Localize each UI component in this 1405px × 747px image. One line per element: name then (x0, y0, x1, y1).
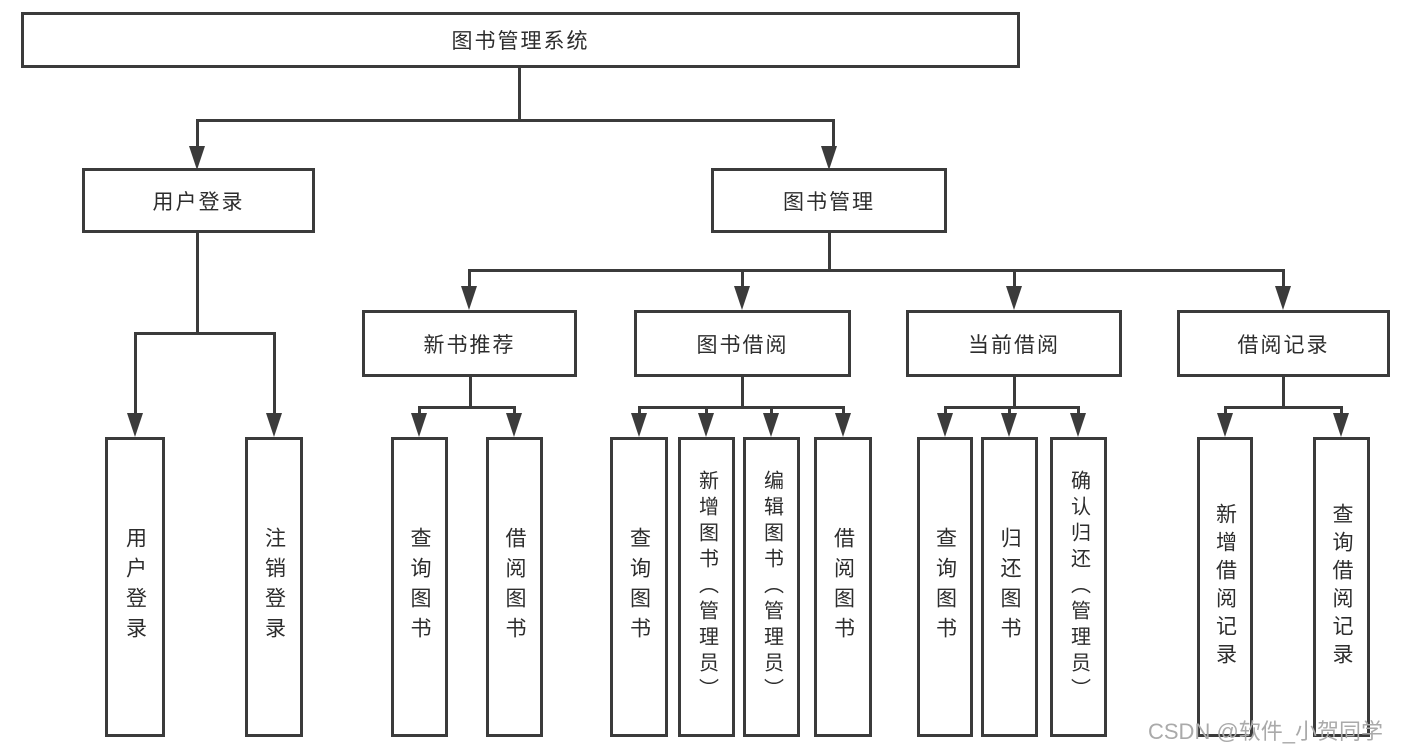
leaf-recommend-query-books-label: 查询图书 (408, 527, 431, 647)
node-current-borrow-label: 当前借阅 (968, 333, 1060, 357)
node-root-label: 图书管理系统 (451, 30, 590, 53)
leaf-add-borrow-record-label: 新增借阅记录 (1213, 503, 1237, 671)
connector-line (944, 406, 1080, 409)
node-borrow-records-label: 借阅记录 (1237, 333, 1330, 357)
connector-line (705, 406, 708, 417)
connector-line (1282, 269, 1285, 290)
leaf-confirm-return-admin-label: 确认归还（管理员） (1067, 470, 1090, 704)
connector-line (828, 233, 831, 271)
arrow-down-icon (461, 286, 477, 310)
node-root: 图书管理系统 (21, 12, 1020, 68)
node-book-borrow-label: 图书借阅 (696, 333, 789, 357)
connector-line (770, 406, 773, 417)
arrow-down-icon (1275, 286, 1291, 310)
leaf-recommend-borrow-books: 借阅图书 (486, 437, 543, 737)
connector-line (1340, 406, 1343, 417)
connector-line (1013, 377, 1016, 408)
arrow-down-icon (1006, 286, 1022, 310)
leaf-borrow-query-books-label: 查询图书 (627, 527, 651, 647)
leaf-current-query-books-label: 查询图书 (933, 527, 957, 647)
connector-line (196, 119, 835, 122)
node-current-borrow: 当前借阅 (906, 310, 1122, 377)
connector-line (1224, 406, 1343, 409)
leaf-confirm-return-admin: 确认归还（管理员） (1050, 437, 1107, 737)
node-book-borrow: 图书借阅 (634, 310, 851, 377)
node-book-management: 图书管理 (711, 168, 947, 233)
node-new-book-recommend: 新书推荐 (362, 310, 577, 377)
leaf-return-books: 归还图书 (981, 437, 1038, 737)
connector-line (134, 332, 137, 417)
connector-line (1224, 406, 1227, 417)
csdn-watermark: CSDN @软件_小贺同学 (1148, 719, 1384, 744)
arrow-down-icon (734, 286, 750, 310)
leaf-borrow-books-label: 借阅图书 (831, 527, 855, 647)
leaf-return-books-label: 归还图书 (998, 527, 1021, 647)
node-new-book-recommend-label: 新书推荐 (423, 333, 516, 357)
arrow-down-icon (1070, 413, 1086, 437)
arrow-down-icon (189, 146, 205, 170)
leaf-add-books-admin: 新增图书（管理员） (678, 437, 735, 737)
leaf-add-books-admin-label: 新增图书（管理员） (695, 470, 718, 704)
arrow-down-icon (1001, 413, 1017, 437)
arrow-down-icon (835, 413, 851, 437)
connector-line (273, 332, 276, 417)
arrow-down-icon (266, 413, 282, 437)
leaf-logout-label: 注销登录 (262, 527, 286, 647)
arrow-down-icon (937, 413, 953, 437)
connector-line (469, 377, 472, 408)
leaf-current-query-books: 查询图书 (917, 437, 973, 737)
leaf-edit-books-admin-label: 编辑图书（管理员） (760, 470, 783, 704)
connector-line (741, 269, 744, 290)
leaf-edit-books-admin: 编辑图书（管理员） (743, 437, 800, 737)
connector-line (1013, 269, 1016, 290)
connector-line (741, 377, 744, 408)
leaf-logout: 注销登录 (245, 437, 303, 737)
node-borrow-records: 借阅记录 (1177, 310, 1390, 377)
connector-line (1077, 406, 1080, 417)
arrow-down-icon (821, 146, 837, 170)
leaf-borrow-query-books: 查询图书 (610, 437, 668, 737)
arrow-down-icon (631, 413, 647, 437)
arrow-down-icon (1333, 413, 1349, 437)
leaf-recommend-borrow-books-label: 借阅图书 (503, 527, 526, 647)
connector-line (518, 68, 521, 121)
connector-line (196, 119, 199, 150)
connector-line (638, 406, 845, 409)
node-book-management-label: 图书管理 (783, 190, 875, 214)
connector-line (196, 233, 199, 334)
arrow-down-icon (411, 413, 427, 437)
connector-line (134, 332, 276, 335)
leaf-user-login: 用户登录 (105, 437, 165, 737)
leaf-recommend-query-books: 查询图书 (391, 437, 448, 737)
connector-line (513, 406, 516, 417)
leaf-query-borrow-record: 查询借阅记录 (1313, 437, 1370, 737)
arrow-down-icon (1217, 413, 1233, 437)
leaf-borrow-books: 借阅图书 (814, 437, 872, 737)
arrow-down-icon (127, 413, 143, 437)
connector-line (638, 406, 641, 417)
leaf-add-borrow-record: 新增借阅记录 (1197, 437, 1253, 737)
arrow-down-icon (698, 413, 714, 437)
connector-line (468, 269, 1285, 272)
node-user-login: 用户登录 (82, 168, 315, 233)
leaf-query-borrow-record-label: 查询借阅记录 (1330, 503, 1353, 671)
arrow-down-icon (506, 413, 522, 437)
connector-line (1282, 377, 1285, 408)
connector-line (842, 406, 845, 417)
leaf-user-login-label: 用户登录 (123, 527, 147, 647)
arrow-down-icon (763, 413, 779, 437)
connector-line (468, 269, 471, 290)
connector-line (1008, 406, 1011, 417)
connector-line (944, 406, 947, 417)
connector-line (418, 406, 421, 417)
node-user-login-label: 用户登录 (152, 190, 245, 214)
connector-line (832, 119, 835, 150)
connector-line (418, 406, 516, 409)
